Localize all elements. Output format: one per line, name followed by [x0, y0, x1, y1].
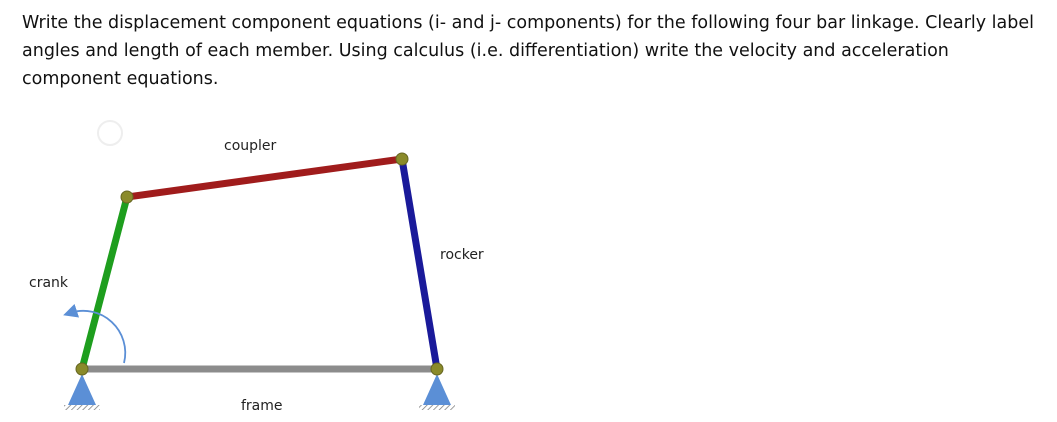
left-ground-support	[64, 374, 100, 410]
crank-label: crank	[29, 275, 69, 291]
coupler-link	[123, 155, 406, 201]
right-ground-support	[419, 374, 455, 410]
left-support-triangle-icon	[68, 374, 96, 405]
crank-link	[78, 193, 131, 373]
left-ground-hatch	[64, 405, 100, 410]
faint-circle-mark	[97, 120, 123, 146]
crank-angle-arrow	[63, 303, 127, 364]
right-support-triangle-icon	[423, 374, 451, 405]
joint-crank-coupler	[120, 190, 134, 204]
joint-ground-right	[430, 362, 444, 376]
four-bar-linkage-diagram: coupler rocker crank frame	[29, 120, 484, 414]
joint-coupler-rocker	[395, 152, 409, 166]
frame-label: frame	[241, 398, 283, 414]
rocker-link	[398, 155, 441, 373]
coupler-label: coupler	[224, 138, 277, 154]
question-text: Write the displacement component equatio…	[22, 13, 1034, 89]
right-ground-hatch	[419, 405, 455, 410]
rocker-label: rocker	[440, 247, 484, 263]
joint-ground-left	[75, 362, 89, 376]
